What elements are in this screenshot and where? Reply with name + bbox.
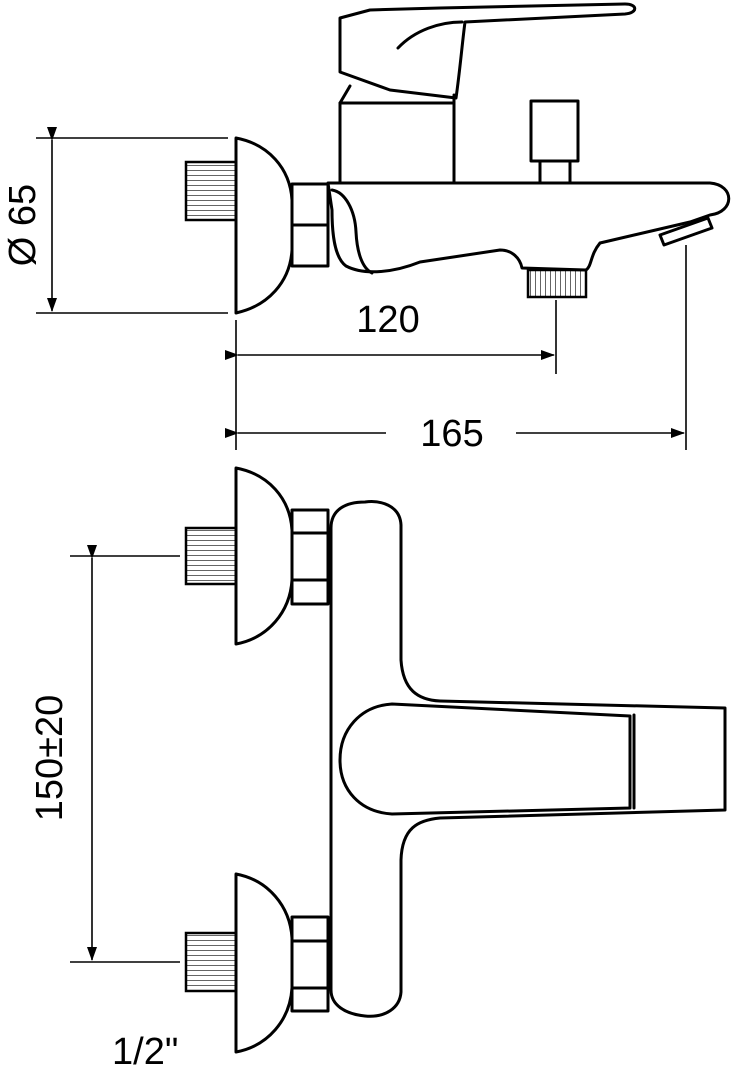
side-shower-outlet-thread: [526, 268, 588, 299]
thread-size-label: 1/2": [112, 1031, 178, 1070]
side-body-curve: [330, 188, 374, 275]
dim-diameter: Ø 65: [2, 127, 228, 314]
side-wall-flange: [234, 136, 294, 315]
front-view: [184, 466, 727, 1054]
side-lever-curve: [396, 20, 464, 50]
side-lever-handle: [338, 2, 637, 100]
front-mixer-body: [329, 500, 727, 1018]
dim-spout-outlet: 120: [225, 299, 557, 450]
dim-spout-outlet-label: 120: [356, 299, 419, 341]
dim-center-distance: 150±20: [29, 545, 180, 963]
dim-overall-depth-label: 165: [420, 413, 483, 455]
front-bottom-inlet: [184, 872, 330, 1054]
side-mixer-body: [326, 181, 731, 274]
side-cartridge-body: [338, 101, 456, 185]
side-hex-nut: [290, 182, 330, 268]
dim-overall-depth: 165: [225, 245, 687, 455]
side-inlet-thread: [184, 160, 238, 222]
front-lever: [338, 702, 632, 816]
side-view: [184, 2, 731, 315]
dim-diameter-label: Ø 65: [2, 184, 44, 266]
dim-center-distance-label: 150±20: [29, 695, 71, 822]
side-spout-aerator: [658, 216, 714, 247]
front-top-inlet: [184, 466, 330, 646]
side-diverter-knob: [529, 99, 580, 185]
